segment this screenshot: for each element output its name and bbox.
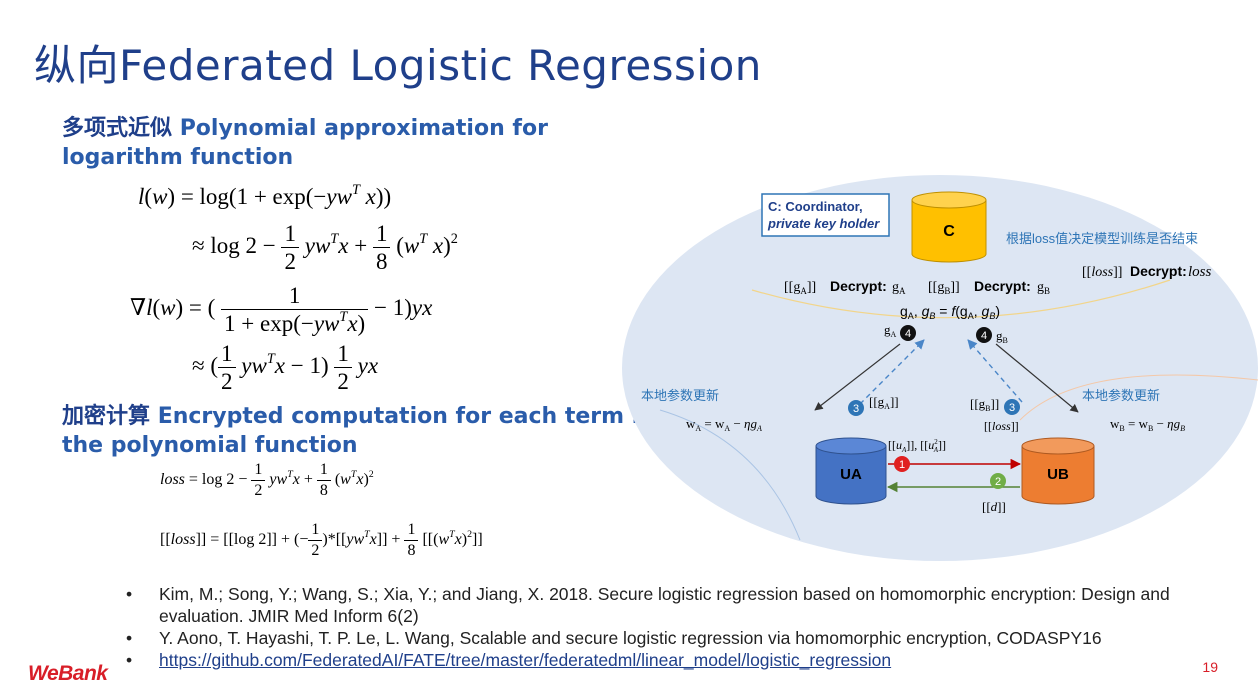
page-number: 19 — [1202, 659, 1218, 675]
step-2-marker — [990, 473, 1006, 489]
step-4-b-number: 4 — [981, 330, 987, 342]
enc-loss-label: [[loss]] — [1082, 265, 1122, 280]
reference-link[interactable]: https://github.com/FederatedAI/FATE/tree… — [159, 650, 892, 670]
section-heading-zh: 加密计算 — [62, 404, 151, 429]
reference-list: Kim, M.; Song, Y.; Wang, S.; Xia, Y.; an… — [126, 583, 1206, 671]
step-3-marker-b — [1004, 399, 1020, 415]
decrypt-label-a: Decrypt: — [830, 278, 887, 294]
page-title: 纵向Federated Logistic Regression — [34, 41, 762, 90]
loss-plain-label: loss — [1188, 264, 1212, 280]
section-heading-zh: 多项式近似 — [62, 116, 173, 141]
gB-step4-label: gB — [996, 328, 1008, 345]
node-ub-cylinder: UB — [1021, 437, 1095, 505]
step-4-marker-b — [976, 327, 992, 343]
enc-d-label: [[d]] — [982, 499, 1006, 514]
node-c-label: C — [943, 223, 955, 240]
step-4-a-number: 4 — [905, 328, 911, 340]
section-heading-polynomial: 多项式近似 Polynomial approximation for logar… — [62, 114, 662, 172]
coordinator-label-line2: private key holder — [767, 216, 880, 231]
section-heading-encrypted: 加密计算 Encrypted computation for each term… — [62, 402, 662, 460]
step-4-marker-a — [900, 325, 916, 341]
decrypt-label-loss: Decrypt: — [1130, 263, 1187, 279]
coordinator-label-line1: C: Coordinator, — [768, 199, 863, 214]
enc-gB-label: [[gB]] — [928, 280, 960, 296]
local-update-a-label: 本地参数更新 — [641, 388, 719, 403]
node-c-cylinder: C — [911, 191, 987, 263]
step-1-marker — [894, 456, 910, 472]
enc-gB-step3-label: [[gB]] — [970, 396, 999, 413]
update-rule-b: wB = wB − ηgB — [1110, 416, 1185, 433]
enc-gA-step3-label: [[gA]] — [869, 394, 899, 411]
note-loss-termination: 根据loss值决定模型训练是否结束 — [1006, 231, 1198, 246]
reference-item: Y. Aono, T. Hayashi, T. P. Le, L. Wang, … — [126, 627, 1206, 649]
node-ua-label: UA — [840, 466, 862, 483]
section-heading-en: Polynomial approximation for logarithm f… — [62, 116, 548, 170]
step-3-b-number: 3 — [1009, 402, 1015, 414]
equation-loss: l(w) = log(1 + exp(−ywT x)) — [138, 182, 392, 209]
decrypt-label-b: Decrypt: — [974, 278, 1031, 294]
update-rule-a: wA = wA − ηgA — [686, 416, 762, 433]
webank-logo: WeBank — [28, 662, 108, 685]
enc-loss-step3-label: [[loss]] — [984, 419, 1019, 433]
enc-gA-label: [[gA]] — [784, 280, 816, 296]
step-2-number: 2 — [995, 476, 1001, 488]
step-3-a-number: 3 — [853, 403, 859, 415]
section-heading-en: Encrypted computation for each term in t… — [62, 404, 655, 458]
node-ua-cylinder: UA — [815, 437, 887, 505]
coordinator-label-box — [761, 193, 890, 237]
node-ub-label: UB — [1047, 466, 1069, 483]
step-3-marker-a — [848, 400, 864, 416]
reference-item: Kim, M.; Song, Y.; Wang, S.; Xia, Y.; an… — [126, 583, 1206, 627]
diagram-background-ellipse — [622, 175, 1258, 561]
step-1-number: 1 — [899, 459, 905, 471]
reference-item: https://github.com/FederatedAI/FATE/tree… — [126, 649, 1206, 671]
local-update-b-label: 本地参数更新 — [1082, 388, 1160, 403]
gradient-function-label: gA, gB = f(gA, gB) — [900, 303, 1000, 321]
